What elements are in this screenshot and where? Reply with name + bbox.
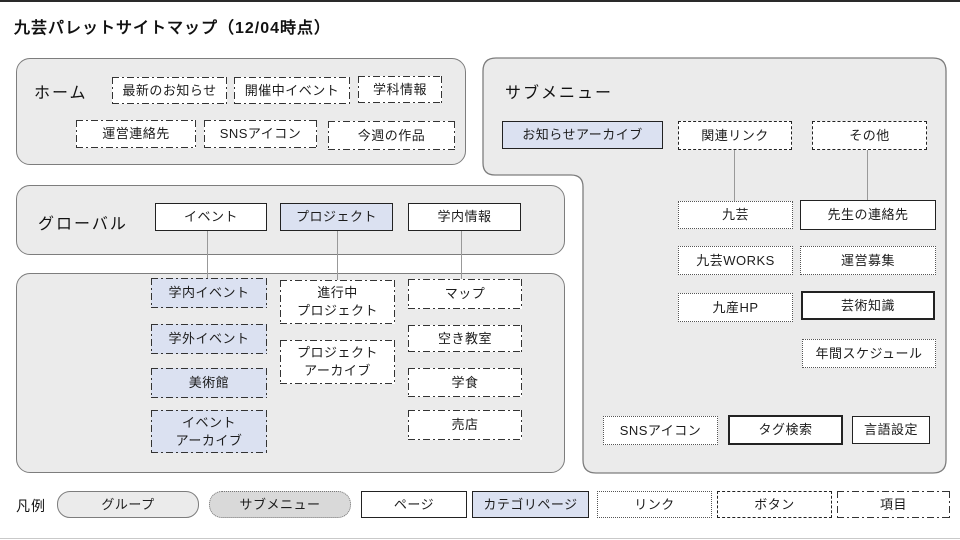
group-submenu-label: サブメニュー bbox=[505, 85, 614, 102]
connector-other-children bbox=[867, 150, 869, 200]
node-news-archive: お知らせアーカイブ bbox=[502, 121, 663, 149]
canvas-bottom-border bbox=[0, 538, 960, 539]
legend-swatch-submenu: サブメニュー bbox=[209, 491, 351, 518]
node-staff-recruit: 運営募集 bbox=[800, 246, 936, 275]
node-art-knowledge: 芸術知識 bbox=[801, 291, 935, 320]
legend-swatch-button: ボタン bbox=[717, 491, 832, 518]
node-projects: プロジェクト bbox=[280, 203, 393, 231]
node-event-archive: イベント アーカイブ bbox=[151, 410, 267, 453]
node-sns-icons-sub: SNSアイコン bbox=[603, 416, 718, 445]
legend-swatch-category-page: カテゴリページ bbox=[472, 491, 589, 518]
legend-swatch-group: グループ bbox=[57, 491, 199, 518]
node-project-archive: プロジェクト アーカイブ bbox=[280, 340, 395, 384]
node-open-classrooms: 空き教室 bbox=[408, 325, 522, 352]
node-map: マップ bbox=[408, 279, 522, 309]
canvas-top-border bbox=[0, 0, 960, 2]
node-kyugei: 九芸 bbox=[678, 201, 793, 229]
group-home-label: ホーム bbox=[34, 85, 88, 102]
group-global-label: グローバル bbox=[38, 216, 128, 233]
node-others: その他 bbox=[812, 121, 927, 150]
node-ongoing-events: 開催中イベント bbox=[234, 77, 350, 104]
node-annual-schedule: 年間スケジュール bbox=[802, 339, 936, 368]
node-cafeteria: 学食 bbox=[408, 368, 522, 397]
node-kyugei-works: 九芸WORKS bbox=[678, 246, 793, 275]
node-kysan-hp: 九産HP bbox=[678, 293, 793, 322]
node-related-links: 関連リンク bbox=[678, 121, 792, 150]
page-title: 九芸パレットサイトマップ（12/04時点） bbox=[14, 20, 332, 37]
node-latest-news: 最新のお知らせ bbox=[112, 77, 227, 104]
node-admin-contact: 運営連絡先 bbox=[76, 120, 196, 148]
node-on-campus-events: 学内イベント bbox=[151, 278, 267, 308]
node-tag-search: タグ検索 bbox=[728, 415, 843, 445]
node-campus-info: 学内情報 bbox=[408, 203, 521, 231]
node-teacher-contacts: 先生の連絡先 bbox=[800, 200, 936, 230]
node-events: イベント bbox=[155, 203, 267, 231]
connector-event-children bbox=[207, 231, 209, 278]
node-active-projects: 進行中 プロジェクト bbox=[280, 280, 395, 324]
legend-swatch-link: リンク bbox=[597, 491, 712, 518]
legend-swatch-page: ページ bbox=[361, 491, 467, 518]
legend-label: 凡例 bbox=[16, 498, 46, 514]
node-shop: 売店 bbox=[408, 410, 522, 440]
node-sns-icons: SNSアイコン bbox=[204, 120, 317, 148]
connector-project-children bbox=[337, 231, 339, 280]
node-language-settings: 言語設定 bbox=[852, 416, 930, 444]
node-department-info: 学科情報 bbox=[358, 76, 442, 103]
connector-campus-children bbox=[461, 231, 463, 279]
connector-related-children bbox=[734, 150, 736, 201]
node-off-campus-events: 学外イベント bbox=[151, 324, 267, 354]
legend-swatch-item: 項目 bbox=[837, 491, 950, 518]
node-weekly-works: 今週の作品 bbox=[328, 121, 455, 150]
node-museum: 美術館 bbox=[151, 368, 267, 398]
